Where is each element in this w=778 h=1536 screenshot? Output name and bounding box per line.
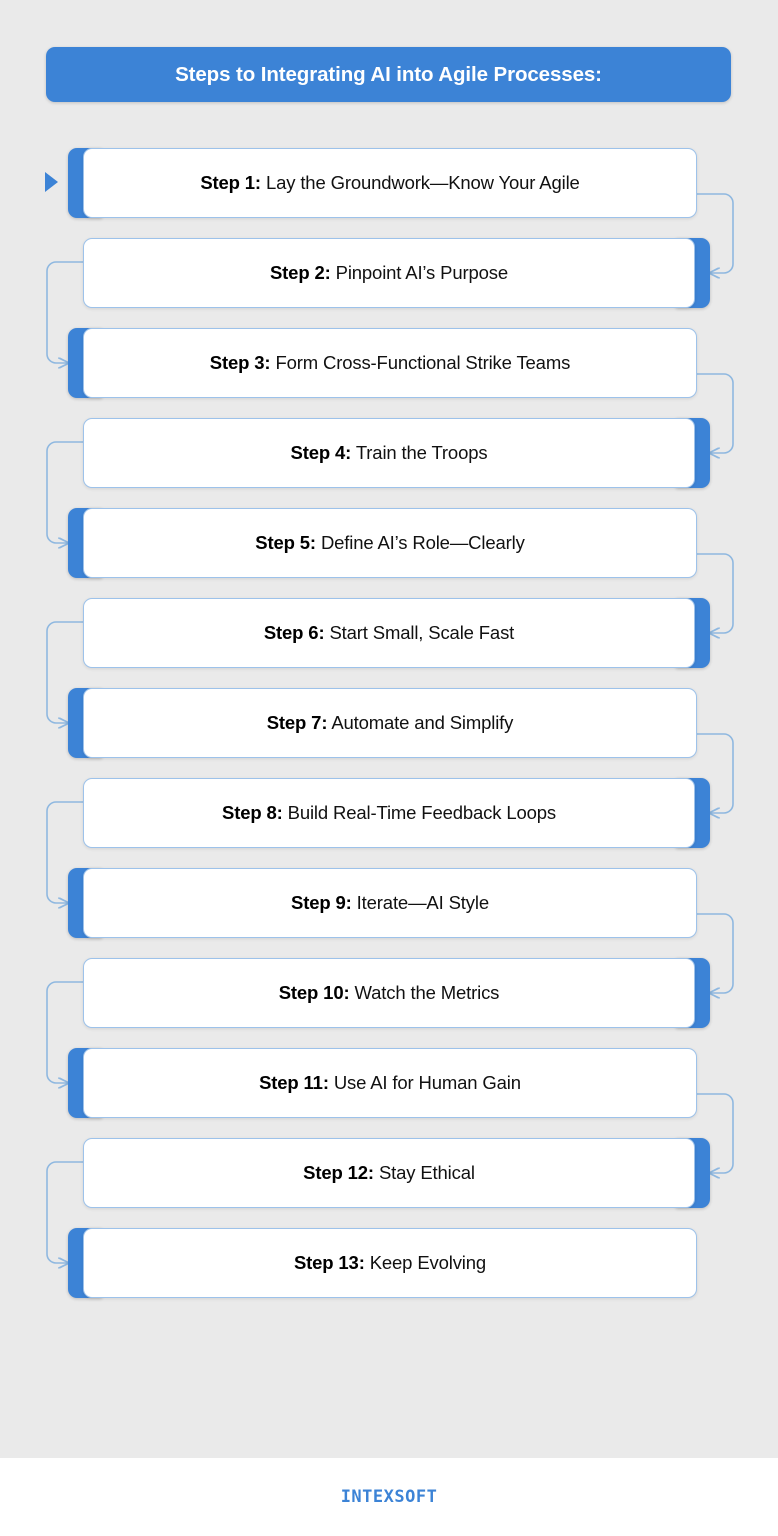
step-card[interactable]: Step 13: Keep Evolving <box>83 1228 697 1298</box>
step-text: Define AI’s Role—Clearly <box>320 532 525 553</box>
step-text: Watch the Metrics <box>354 982 500 1003</box>
step-number: Step 9: <box>291 892 352 913</box>
step-card[interactable]: Step 1: Lay the Groundwork—Know Your Agi… <box>83 148 697 218</box>
step-number: Step 6: <box>263 622 325 643</box>
step-card[interactable]: Step 5: Define AI’s Role—Clearly <box>83 508 697 578</box>
intexsoft-logo: INTEXSOFT <box>340 1487 438 1507</box>
step-number: Step 5: <box>255 532 316 553</box>
step-number: Step 12: <box>303 1162 374 1183</box>
step-text: Use AI for Human Gain <box>333 1072 521 1093</box>
step-number: Step 13: <box>293 1252 365 1273</box>
page-title: Steps to Integrating AI into Agile Proce… <box>175 62 602 86</box>
step-text: Keep Evolving <box>369 1252 487 1273</box>
step-label: Step 4: Train the Troops <box>291 442 488 464</box>
step-label: Step 6: Start Small, Scale Fast <box>264 622 514 644</box>
step-label: Step 7: Automate and Simplify <box>267 712 514 734</box>
step-card[interactable]: Step 4: Train the Troops <box>83 418 695 488</box>
step-number: Step 4: <box>290 442 352 463</box>
step-card[interactable]: Step 12: Stay Ethical <box>83 1138 695 1208</box>
step-item[interactable]: Step 10: Watch the Metrics <box>83 958 710 1028</box>
step-number: Step 8: <box>222 802 283 823</box>
step-number: Step 11: <box>259 1072 329 1093</box>
step-item[interactable]: Step 3: Form Cross-Functional Strike Tea… <box>68 328 697 398</box>
step-item[interactable]: Step 1: Lay the Groundwork—Know Your Agi… <box>68 148 697 218</box>
step-item[interactable]: Step 12: Stay Ethical <box>83 1138 710 1208</box>
step-number: Step 1: <box>200 172 261 193</box>
step-card[interactable]: Step 6: Start Small, Scale Fast <box>83 598 695 668</box>
step-text: Start Small, Scale Fast <box>329 622 515 643</box>
step-text: Lay the Groundwork—Know Your Agile <box>265 172 580 193</box>
step-item[interactable]: Step 8: Build Real-Time Feedback Loops <box>83 778 710 848</box>
step-text: Automate and Simplify <box>331 712 514 733</box>
step-item[interactable]: Step 11: Use AI for Human Gain <box>68 1048 697 1118</box>
step-label: Step 13: Keep Evolving <box>294 1252 486 1274</box>
step-item[interactable]: Step 4: Train the Troops <box>83 418 710 488</box>
step-card[interactable]: Step 2: Pinpoint AI’s Purpose <box>83 238 695 308</box>
step-card[interactable]: Step 8: Build Real-Time Feedback Loops <box>83 778 695 848</box>
step-item[interactable]: Step 13: Keep Evolving <box>68 1228 697 1298</box>
page-title-banner: Steps to Integrating AI into Agile Proce… <box>46 47 731 102</box>
step-label: Step 5: Define AI’s Role—Clearly <box>255 532 525 554</box>
step-text: Iterate—AI Style <box>356 892 489 913</box>
step-item[interactable]: Step 7: Automate and Simplify <box>68 688 697 758</box>
steps-list: Step 1: Lay the Groundwork—Know Your Agi… <box>68 148 710 1298</box>
step-number: Step 7: <box>266 712 328 733</box>
step-text: Build Real-Time Feedback Loops <box>287 802 556 823</box>
step-label: Step 1: Lay the Groundwork—Know Your Agi… <box>200 172 580 194</box>
step-text: Train the Troops <box>355 442 488 463</box>
step-label: Step 11: Use AI for Human Gain <box>259 1072 521 1094</box>
step-item[interactable]: Step 6: Start Small, Scale Fast <box>83 598 710 668</box>
step-label: Step 2: Pinpoint AI’s Purpose <box>270 262 508 284</box>
step-card[interactable]: Step 7: Automate and Simplify <box>83 688 697 758</box>
footer: INTEXSOFT <box>0 1458 778 1536</box>
step-card[interactable]: Step 11: Use AI for Human Gain <box>83 1048 697 1118</box>
step-label: Step 3: Form Cross-Functional Strike Tea… <box>209 352 571 374</box>
step-label: Step 9: Iterate—AI Style <box>291 892 489 914</box>
step-label: Step 12: Stay Ethical <box>303 1162 475 1184</box>
step-card[interactable]: Step 9: Iterate—AI Style <box>83 868 697 938</box>
step-text: Form Cross-Functional Strike Teams <box>275 352 571 373</box>
step-label: Step 10: Watch the Metrics <box>279 982 500 1004</box>
step-text: Stay Ethical <box>378 1162 475 1183</box>
step-card[interactable]: Step 3: Form Cross-Functional Strike Tea… <box>83 328 697 398</box>
step-number: Step 10: <box>278 982 350 1003</box>
step-label: Step 8: Build Real-Time Feedback Loops <box>222 802 556 824</box>
step-number: Step 3: <box>209 352 271 373</box>
step-number: Step 2: <box>269 262 331 283</box>
start-play-triangle-icon <box>45 172 58 192</box>
step-text: Pinpoint AI’s Purpose <box>335 262 509 283</box>
step-item[interactable]: Step 5: Define AI’s Role—Clearly <box>68 508 697 578</box>
step-item[interactable]: Step 9: Iterate—AI Style <box>68 868 697 938</box>
step-item[interactable]: Step 2: Pinpoint AI’s Purpose <box>83 238 710 308</box>
step-card[interactable]: Step 10: Watch the Metrics <box>83 958 695 1028</box>
